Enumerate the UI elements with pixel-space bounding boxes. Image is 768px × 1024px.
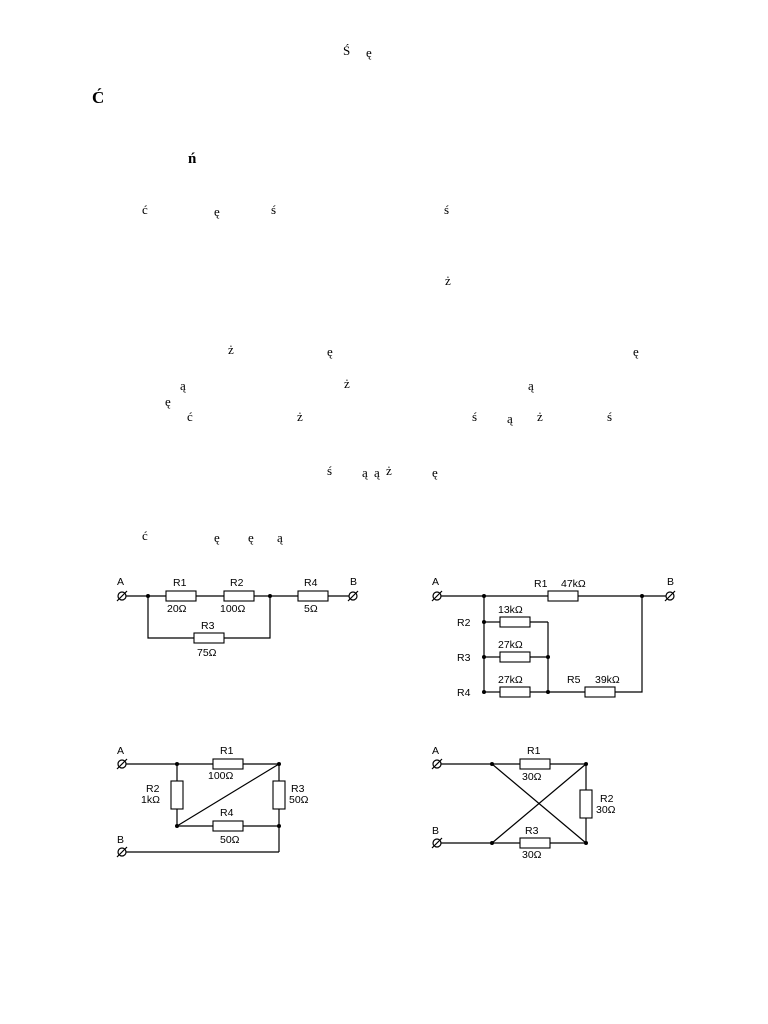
text-char: ć — [187, 409, 193, 424]
resistor-label: R2 — [457, 617, 471, 629]
resistor-label: R4 — [457, 687, 471, 699]
resistor-label: R4 — [304, 577, 318, 589]
resistor-r2 — [170, 780, 184, 810]
resistor-r3 — [499, 651, 531, 663]
resistor-value: 50Ω — [289, 794, 309, 806]
resistor-value: 27kΩ — [498, 674, 523, 686]
section-heading: Ć — [92, 88, 105, 107]
terminal-a-label: A — [117, 576, 124, 588]
text-char: ą — [362, 465, 368, 480]
text-char: ę — [633, 344, 639, 359]
text-char: ę — [165, 394, 171, 409]
resistor-r2 — [499, 616, 531, 628]
text-char: ż — [537, 409, 543, 424]
resistor-label: R3 — [525, 825, 539, 837]
terminal-b-label: B — [117, 834, 124, 846]
text-char: ć — [142, 202, 148, 217]
resistor-r5 — [584, 686, 616, 698]
text-char: ś — [271, 202, 277, 217]
resistor-r3 — [193, 632, 225, 644]
text-char: ś — [472, 409, 478, 424]
resistor-value: 27kΩ — [498, 639, 523, 651]
text-char: ż — [445, 273, 451, 288]
resistor-label: R2 — [600, 793, 614, 805]
resistor-value: 75Ω — [197, 647, 217, 659]
text-char: ę — [327, 344, 333, 359]
terminal-b-label: B — [667, 576, 674, 588]
text-char: ć — [142, 528, 148, 543]
resistor-label: R1 — [220, 745, 234, 757]
text-char: ś — [607, 409, 613, 424]
resistor-r4 — [499, 686, 531, 698]
resistor-value: 30Ω — [522, 771, 542, 783]
text-char: ą — [528, 378, 534, 393]
resistor-value: 47kΩ — [561, 578, 586, 590]
text-char: ą — [180, 378, 186, 393]
resistor-r1 — [212, 758, 244, 770]
terminal-b-label: B — [432, 825, 439, 837]
resistor-label: R1 — [534, 578, 548, 590]
text-char: ę — [214, 204, 220, 219]
resistor-label: R2 — [230, 577, 244, 589]
text-char: ę — [432, 465, 438, 480]
resistor-value: 5Ω — [304, 603, 318, 615]
resistor-label: R2 — [146, 783, 160, 795]
text-char: ś — [327, 463, 333, 478]
text-char: ś — [444, 202, 450, 217]
resistor-value: 100Ω — [220, 603, 246, 615]
resistor-value: 20Ω — [167, 603, 187, 615]
header-char: Ś — [343, 43, 351, 58]
resistor-label: R3 — [457, 652, 471, 664]
terminal-a-label: A — [432, 576, 439, 588]
resistor-label: R1 — [173, 577, 187, 589]
resistor-value: 1kΩ — [141, 794, 160, 806]
resistor-label: R3 — [201, 620, 215, 632]
resistor-value: 39kΩ — [595, 674, 620, 686]
resistor-r1 — [547, 590, 579, 602]
text-char: ę — [248, 530, 254, 545]
resistor-label: R3 — [291, 783, 305, 795]
resistor-label: R4 — [220, 807, 234, 819]
resistor-r3 — [272, 780, 286, 810]
text-char: ż — [297, 409, 303, 424]
text-char: ż — [386, 463, 392, 478]
resistor-r2 — [579, 789, 593, 819]
resistor-label: R5 — [567, 674, 581, 686]
text-char: ż — [344, 376, 350, 391]
text-char: ą — [374, 465, 380, 480]
resistor-r4 — [297, 590, 329, 602]
terminal-a-label: A — [117, 745, 124, 757]
resistor-r2 — [223, 590, 255, 602]
resistor-value: 50Ω — [220, 834, 240, 846]
subsection-heading: ń — [188, 151, 197, 167]
resistor-r3 — [519, 837, 551, 849]
resistor-r1 — [519, 758, 551, 770]
resistor-value: 13kΩ — [498, 604, 523, 616]
text-char: ą — [507, 411, 513, 426]
text-char: ż — [228, 342, 234, 357]
terminal-b-label: B — [350, 576, 357, 588]
header-char: ę — [366, 45, 372, 60]
resistor-r4 — [212, 820, 244, 832]
resistor-label: R1 — [527, 745, 541, 757]
resistor-value: 30Ω — [596, 804, 616, 816]
resistor-value: 100Ω — [208, 770, 234, 782]
text-char: ę — [214, 530, 220, 545]
terminal-a-label: A — [432, 745, 439, 757]
resistor-value: 30Ω — [522, 849, 542, 861]
resistor-r1 — [165, 590, 197, 602]
text-char: ą — [277, 530, 283, 545]
